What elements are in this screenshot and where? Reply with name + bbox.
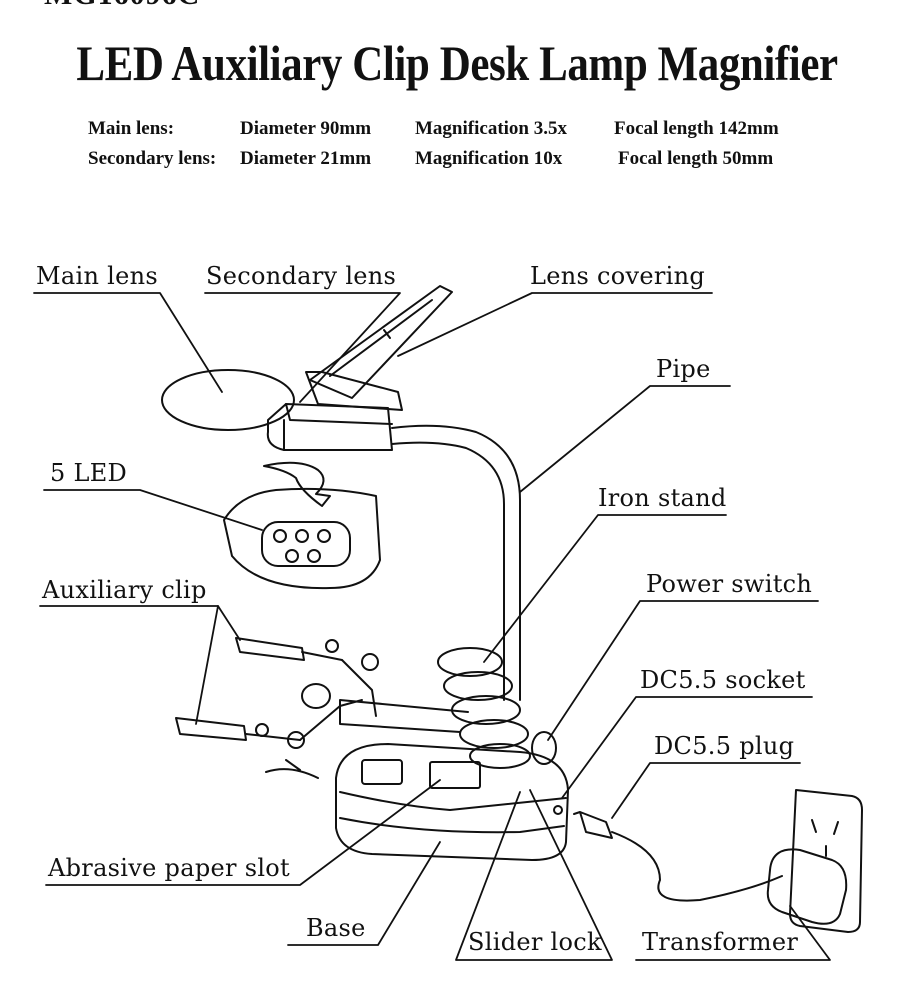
- leader-iron-stand: [484, 515, 726, 662]
- power-cord: [612, 832, 782, 901]
- leader-main-lens: [34, 293, 222, 392]
- lens-covering-shape: [310, 286, 452, 398]
- spec-secondary-focal: Focal length 50mm: [618, 148, 774, 169]
- label-dc-socket: DC5.5 socket: [640, 666, 806, 694]
- support-rod: [340, 700, 468, 732]
- label-main-lens: Main lens: [36, 262, 158, 290]
- pipe-shape-inner: [392, 443, 504, 700]
- spec-main-name: Main lens:: [88, 118, 175, 139]
- label-dc-plug: DC5.5 plug: [654, 732, 795, 760]
- dc-plug-shape: [574, 812, 612, 838]
- spec-secondary-magnification: Magnification 10x: [415, 148, 563, 169]
- led-callout-bubble: [224, 489, 380, 588]
- led-callout-arrow: [264, 463, 330, 506]
- leader-abrasive-slot: [46, 780, 440, 885]
- pipe-shape: [392, 426, 520, 700]
- label-auxiliary-clip: Auxiliary clip: [42, 576, 207, 604]
- base-top-edge: [340, 792, 566, 810]
- lamp-head: [268, 404, 392, 450]
- transformer-shape: [768, 849, 846, 923]
- secondary-lens-holder: [306, 372, 402, 410]
- leader-dc-plug: [612, 763, 800, 818]
- auxiliary-clip-upper: [236, 638, 378, 716]
- label-base: Base: [306, 914, 366, 942]
- abrasive-paper-slot-shape: [430, 762, 480, 788]
- model-number: MG16096C: [44, 0, 200, 12]
- auxiliary-clip-lower: [176, 700, 362, 778]
- leader-power-switch: [548, 601, 818, 740]
- leader-lens-covering: [398, 293, 712, 356]
- leader-slider-lock: [456, 790, 612, 960]
- base-lower-edge: [340, 818, 564, 832]
- label-secondary-lens: Secondary lens: [206, 262, 397, 290]
- base-shape: [336, 744, 568, 860]
- leader-lines: [34, 293, 830, 960]
- iron-stand-coil: [438, 648, 530, 768]
- label-slider-lock: Slider lock: [468, 928, 602, 956]
- leader-pipe: [520, 386, 730, 492]
- page-title: LED Auxiliary Clip Desk Lamp Magnifier: [76, 35, 838, 91]
- outlet-holes: [812, 820, 838, 856]
- spec-main-focal: Focal length 142mm: [614, 118, 779, 139]
- label-pipe: Pipe: [656, 355, 711, 383]
- base-well: [362, 760, 402, 784]
- main-lens-shape: [162, 370, 294, 430]
- power-switch-knob: [532, 732, 556, 764]
- leader-dc-socket: [562, 697, 812, 798]
- leader-led: [44, 490, 262, 530]
- clip-joint: [302, 684, 330, 708]
- label-led: 5 LED: [50, 459, 128, 487]
- label-lens-covering: Lens covering: [530, 262, 706, 290]
- lens-covering-inner: [330, 300, 432, 376]
- label-transformer: Transformer: [642, 928, 799, 956]
- spec-main-magnification: Magnification 3.5x: [415, 118, 567, 139]
- leader-auxiliary-clip-2: [196, 606, 218, 724]
- dc-socket-shape: [554, 806, 562, 814]
- spec-secondary-diameter: Diameter 21mm: [240, 148, 372, 169]
- led-cluster: [262, 522, 350, 566]
- wall-outlet: [790, 790, 862, 932]
- label-iron-stand: Iron stand: [598, 484, 727, 512]
- leader-transformer: [636, 906, 830, 960]
- leader-secondary-lens: [205, 293, 400, 402]
- spec-main-diameter: Diameter 90mm: [240, 118, 372, 139]
- label-abrasive-slot: Abrasive paper slot: [48, 854, 290, 882]
- leader-auxiliary-clip: [40, 606, 240, 640]
- lamp-head-edge: [284, 404, 392, 450]
- spec-secondary-name: Secondary lens:: [88, 148, 217, 169]
- leader-base: [288, 842, 440, 945]
- label-power-switch: Power switch: [646, 570, 813, 598]
